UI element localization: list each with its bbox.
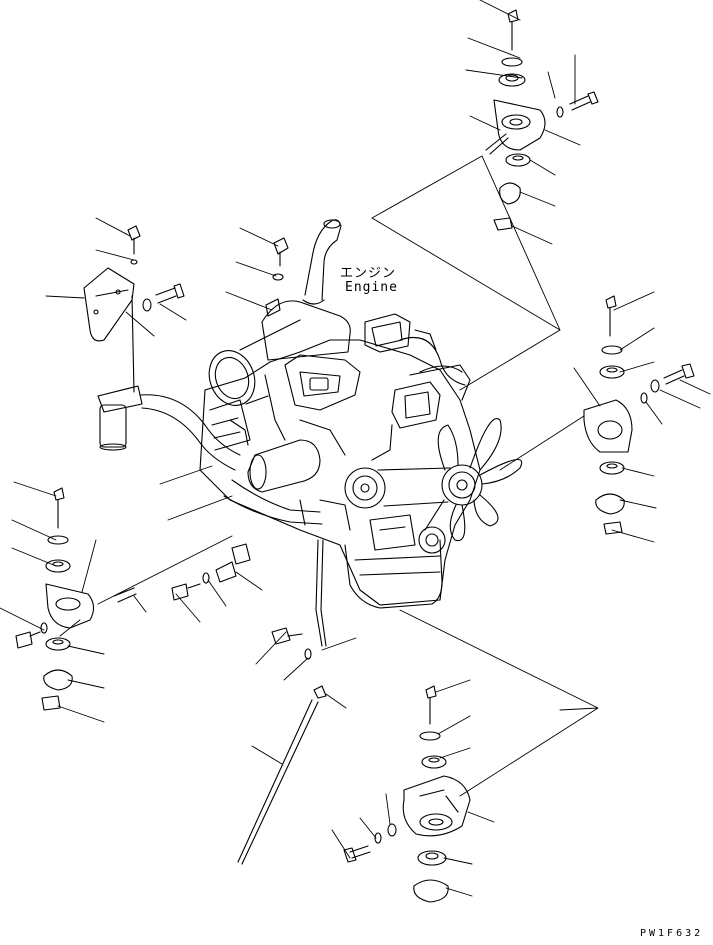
fuel-filter-assembly: [84, 226, 184, 450]
dipstick-parts: [238, 628, 326, 864]
engine-label-english: Engine: [345, 280, 398, 295]
mount-right: [584, 296, 694, 534]
connector-lines: [98, 156, 598, 796]
muffler: [262, 301, 350, 360]
alternator: [345, 468, 385, 508]
engine-assembly: [140, 220, 522, 646]
mount-top-right: [486, 10, 598, 230]
leader-lines: [0, 0, 710, 896]
mount-bottom: [344, 686, 470, 902]
exhaust-pipe: [305, 220, 341, 300]
dipstick-tube: [238, 700, 318, 864]
oil-pan: [345, 540, 442, 608]
engine-label-japanese: エンジン: [340, 266, 397, 281]
center-bracket-parts: [172, 544, 250, 600]
starter-motor: [248, 440, 320, 492]
mount-left: [16, 488, 136, 710]
muffler-bracket-parts: [266, 238, 288, 316]
filter-bracket: [84, 268, 134, 341]
figure-code: PW1F632: [640, 928, 704, 939]
cooling-fan: [438, 419, 521, 541]
fuel-filter: [100, 405, 126, 447]
fan-pulley: [442, 465, 482, 505]
